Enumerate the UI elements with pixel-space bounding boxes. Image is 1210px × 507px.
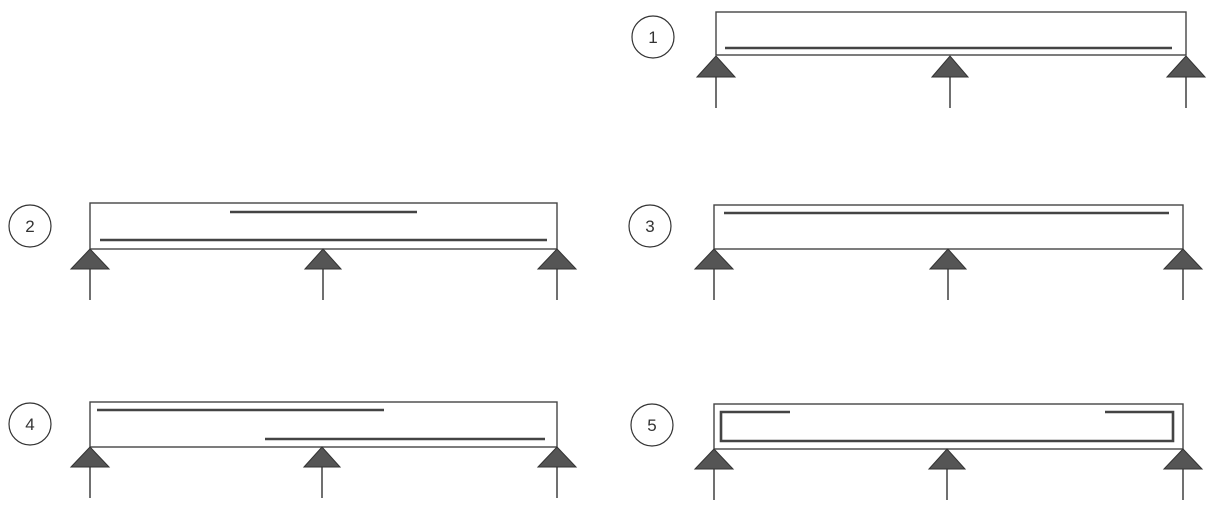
number-label-3: 3 (645, 217, 654, 236)
support-2-right (536, 248, 578, 300)
number-label-4: 4 (25, 415, 34, 434)
number-label-1: 1 (648, 28, 657, 47)
support-5-middle (927, 448, 967, 500)
support-2-left (69, 248, 111, 300)
support-4-middle (302, 446, 342, 498)
beam-diagram-1: 1 (631, 11, 1207, 108)
beam-diagram-4: 4 (8, 401, 578, 498)
number-label-5: 5 (647, 416, 656, 435)
support-1-middle (930, 55, 970, 108)
support-2-middle (303, 248, 343, 300)
support-4-right (536, 446, 578, 498)
number-label-2: 2 (25, 217, 34, 236)
number-badge-2 (8, 204, 52, 248)
support-3-middle (928, 248, 968, 300)
support-4-left (69, 446, 111, 498)
support-1-right (1165, 55, 1207, 108)
number-badge-5 (630, 403, 674, 447)
beam-2 (89, 202, 558, 250)
support-3-left (693, 248, 735, 300)
support-3-right (1162, 248, 1204, 300)
rebar-5-closed-loop (719, 410, 1175, 443)
beam-diagram-2: 2 (8, 202, 578, 300)
number-badge-3 (628, 204, 672, 248)
beam-diagram-5: 5 (630, 403, 1204, 500)
support-5-right (1162, 448, 1204, 500)
number-badge-1 (631, 15, 675, 59)
support-5-left (693, 448, 735, 500)
number-badge-4 (8, 402, 52, 446)
beam-3 (713, 204, 1184, 250)
beam-diagram-3: 3 (628, 204, 1204, 300)
support-1-left (695, 55, 737, 108)
